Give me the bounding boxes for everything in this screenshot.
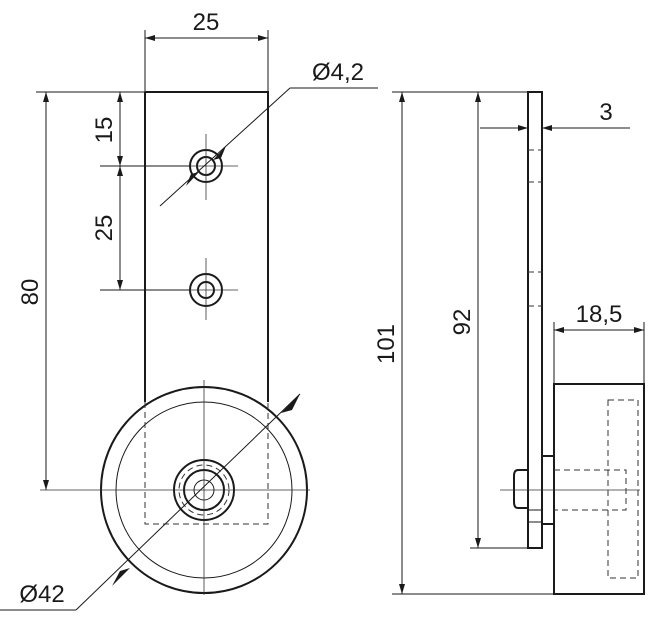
dim-wheel-width: 18,5 xyxy=(576,301,623,328)
dim-wheel-diameter: Ø42 xyxy=(19,581,64,608)
dim-plate-thickness: 3 xyxy=(599,99,612,126)
hidden-bracket-end xyxy=(144,402,269,525)
wheel-arrow-lower xyxy=(112,568,130,586)
dim-hole-spacing: 25 xyxy=(91,215,118,242)
wheel-side xyxy=(553,383,645,595)
bolt-head xyxy=(513,469,528,509)
dim-hole-diameter: Ø4,2 xyxy=(312,59,364,86)
dim-height-to-center: 80 xyxy=(17,279,44,306)
hole-arrow-upper xyxy=(213,146,226,160)
dim-side-height: 92 xyxy=(449,309,476,336)
hole-arrow-lower xyxy=(186,172,199,186)
side-plate xyxy=(527,91,543,549)
wheel-side-hidden-hub xyxy=(607,399,639,579)
hole-diameter-leader xyxy=(159,87,291,207)
side-view: 3 92 101 18,5 xyxy=(373,91,645,595)
dim-overall-height: 101 xyxy=(373,324,400,364)
wheel-diameter-leader xyxy=(75,393,301,611)
wheel-arrow-upper xyxy=(281,394,300,413)
dim-hole-offset-top: 15 xyxy=(91,117,118,144)
front-view: 25 Ø4,2 15 25 80 Ø42 xyxy=(0,9,378,611)
bracket-plate-outline xyxy=(144,91,269,402)
dim-width-top: 25 xyxy=(193,9,220,36)
